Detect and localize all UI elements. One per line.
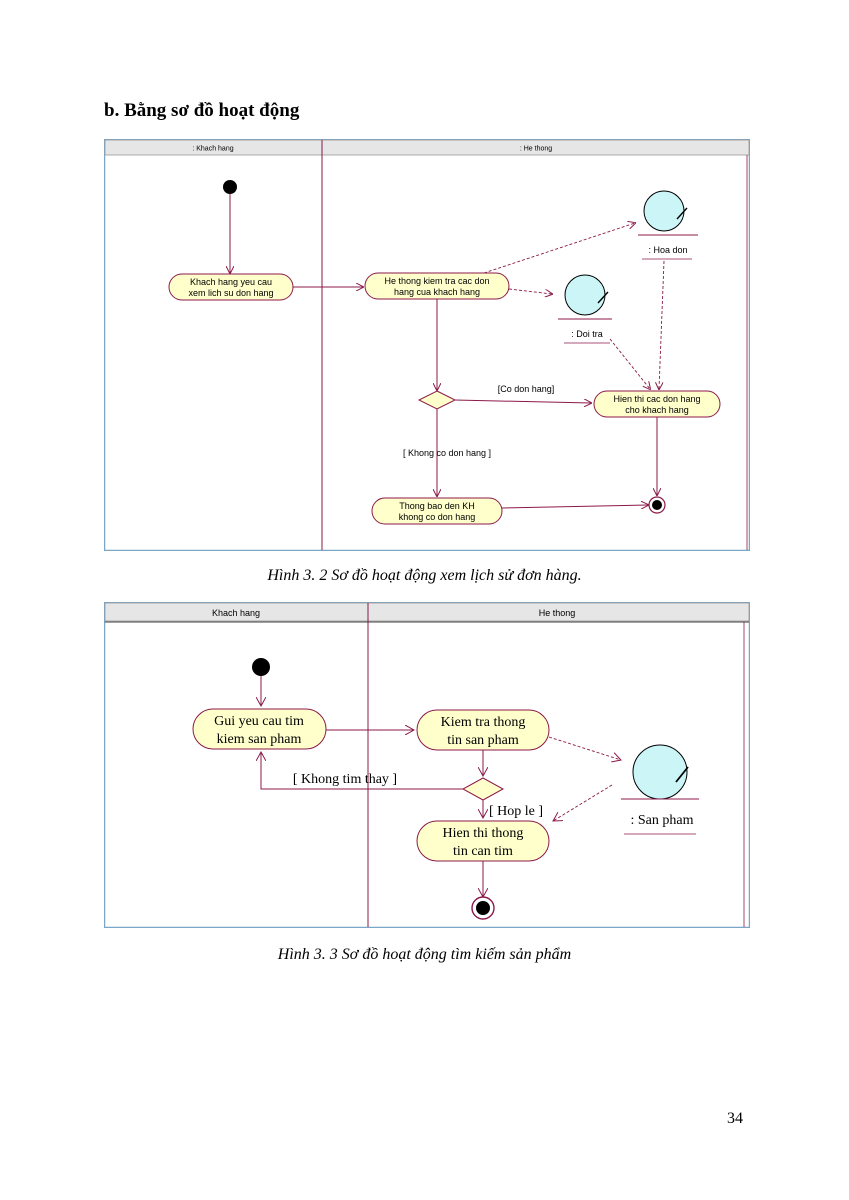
- object-label: : Hoa don: [648, 245, 687, 255]
- figure-caption: Hình 3. 2 Sơ đồ hoạt động xem lịch sử đơ…: [267, 567, 582, 584]
- activity-label: tin san pham: [447, 733, 519, 748]
- guard-valid: [ Hop le ]: [489, 804, 543, 819]
- activity-show-orders: Hien thi cac don hang cho khach hang: [593, 390, 721, 418]
- activity-label: Hien thi thong: [443, 826, 524, 841]
- activity-label: Kiem tra thong: [441, 715, 526, 730]
- activity-show-search-result: Hien thi thong tin can tim: [416, 820, 550, 862]
- activity-system-check-orders: He thong kiem tra cac don hang cua khach…: [364, 272, 510, 300]
- activity-diagram-product-search: Khach hang He thong Gui yeu cau tim kiem…: [104, 602, 750, 928]
- page-number: 34: [727, 1110, 743, 1127]
- guard-has-orders: [Co don hang]: [498, 384, 555, 394]
- activity-notify-no-orders: Thong bao den KH khong co don hang: [371, 497, 503, 525]
- guard-not-found: [ Khong tim thay ]: [293, 772, 397, 787]
- activity-diagram-order-history: : Khach hang : He thong Khach hang yeu c…: [104, 139, 750, 551]
- lane-label-customer: Khach hang: [212, 608, 260, 618]
- activity-send-search-request: Gui yeu cau tim kiem san pham: [192, 708, 327, 750]
- activity-label: xem lich su don hang: [188, 288, 273, 298]
- activity-label: Khach hang yeu cau: [190, 277, 272, 287]
- figure-caption: Hình 3. 3 Sơ đồ hoạt động tìm kiếm sản p…: [277, 946, 572, 963]
- lane-label-customer: : Khach hang: [192, 146, 233, 153]
- final-node: [471, 896, 495, 920]
- activity-check-product-info: Kiem tra thong tin san pham: [416, 709, 550, 751]
- object-product: : San pham: [621, 744, 699, 835]
- activity-label: Hien thi cac don hang: [613, 394, 700, 404]
- object-return: : Doi tra: [558, 274, 612, 344]
- lane-label-system: : He thong: [520, 146, 552, 153]
- initial-node: [252, 658, 270, 676]
- activity-label: He thong kiem tra cac don: [384, 276, 489, 286]
- activity-label: kiem san pham: [217, 732, 302, 747]
- activity-label: khong co don hang: [399, 512, 476, 522]
- activity-label: cho khach hang: [625, 405, 689, 415]
- activity-label: hang cua khach hang: [394, 287, 480, 297]
- lane-label-system: He thong: [539, 608, 576, 618]
- section-heading: b. Bằng sơ đồ hoạt động: [104, 100, 300, 121]
- guard-no-orders: [ Khong co don hang ]: [403, 448, 491, 458]
- activity-label: tin can tim: [453, 844, 513, 859]
- activity-customer-request: Khach hang yeu cau xem lich su don hang: [168, 273, 294, 301]
- final-node: [648, 496, 666, 514]
- object-label: : Doi tra: [571, 329, 603, 339]
- activity-label: Thong bao den KH: [399, 501, 475, 511]
- activity-label: Gui yeu cau tim: [214, 714, 304, 729]
- object-invoice: : Hoa don: [638, 190, 698, 260]
- object-label: : San pham: [631, 813, 694, 828]
- initial-node: [223, 180, 237, 194]
